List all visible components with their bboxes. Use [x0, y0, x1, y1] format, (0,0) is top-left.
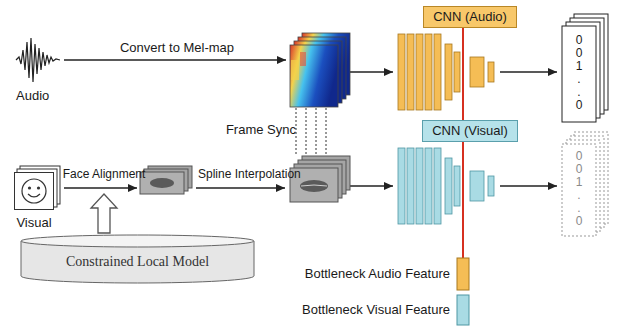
- mel-map-frame: [290, 45, 338, 107]
- flow-arrow: [64, 59, 286, 60]
- label-holder: 0 0 1 . . 0: [575, 150, 583, 228]
- flow-arrow: [500, 71, 557, 72]
- frame-sync-lines: [296, 108, 326, 155]
- label-holder: Bottleneck Visual Feature: [302, 302, 450, 317]
- visual-input: Visual: [8, 172, 60, 230]
- face-eye: [37, 186, 40, 189]
- feature-label: Bottleneck Visual Feature: [302, 302, 450, 317]
- label-holder: Audio: [16, 88, 49, 103]
- network-tag: CNN (Audio): [423, 6, 517, 28]
- step-label: Convert to Mel-map: [120, 40, 234, 55]
- label-holder: Spline Interpolation: [198, 167, 301, 182]
- hollow-up-arrow: [91, 194, 117, 233]
- network-name: CNN (Visual): [432, 123, 508, 139]
- flow-arrow: [350, 71, 393, 72]
- output-card: [562, 144, 596, 236]
- flow-arrow: [350, 185, 393, 186]
- lips: [300, 180, 328, 192]
- network-name: CNN (Audio): [433, 9, 507, 25]
- face-icon: [14, 172, 54, 210]
- input-name: Audio: [16, 88, 49, 103]
- cnn-layers: [398, 34, 494, 110]
- frame-border: [15, 173, 54, 210]
- output-card: [562, 26, 596, 122]
- label-holder: 0 0 1 . . 0: [575, 34, 583, 112]
- step-label: Spline Interpolation: [198, 167, 301, 182]
- label-holder: Bottleneck Audio Feature: [305, 266, 450, 281]
- model-name: Constrained Local Model: [20, 234, 255, 270]
- mouth-frame: [140, 172, 184, 194]
- lips-line: [301, 185, 327, 186]
- face-eye: [28, 186, 31, 189]
- label-holder: Convert to Mel-map: [120, 40, 234, 55]
- face-outline: [22, 179, 46, 203]
- model-cylinder: Constrained Local Model: [20, 234, 255, 284]
- audio-waveform: [16, 38, 60, 82]
- mel-map-patch: [300, 52, 306, 66]
- bottleneck-bar: [457, 258, 469, 290]
- lips: [150, 178, 174, 188]
- bottleneck-bar: [457, 295, 469, 325]
- cnn-layers: [398, 148, 494, 224]
- step-label: Frame Sync: [226, 122, 296, 137]
- output-vector: 0 0 1 . . 0: [575, 34, 583, 112]
- label-holder: Frame Sync: [226, 122, 296, 137]
- flow-arrow: [196, 187, 285, 188]
- network-tag: CNN (Visual): [422, 120, 518, 142]
- flow-arrow: [500, 185, 557, 186]
- bottleneck-line: [462, 28, 464, 258]
- cylinder-top: [21, 235, 254, 247]
- face-smile: [28, 194, 40, 197]
- flow-arrow: [64, 187, 137, 188]
- output-vector: 0 0 1 . . 0: [575, 150, 583, 228]
- feature-label: Bottleneck Audio Feature: [305, 266, 450, 281]
- mel-map-patch: [291, 60, 299, 80]
- step-label: Face Alignment: [63, 167, 146, 182]
- label-holder: Face Alignment: [63, 167, 146, 182]
- input-name: Visual: [8, 215, 60, 230]
